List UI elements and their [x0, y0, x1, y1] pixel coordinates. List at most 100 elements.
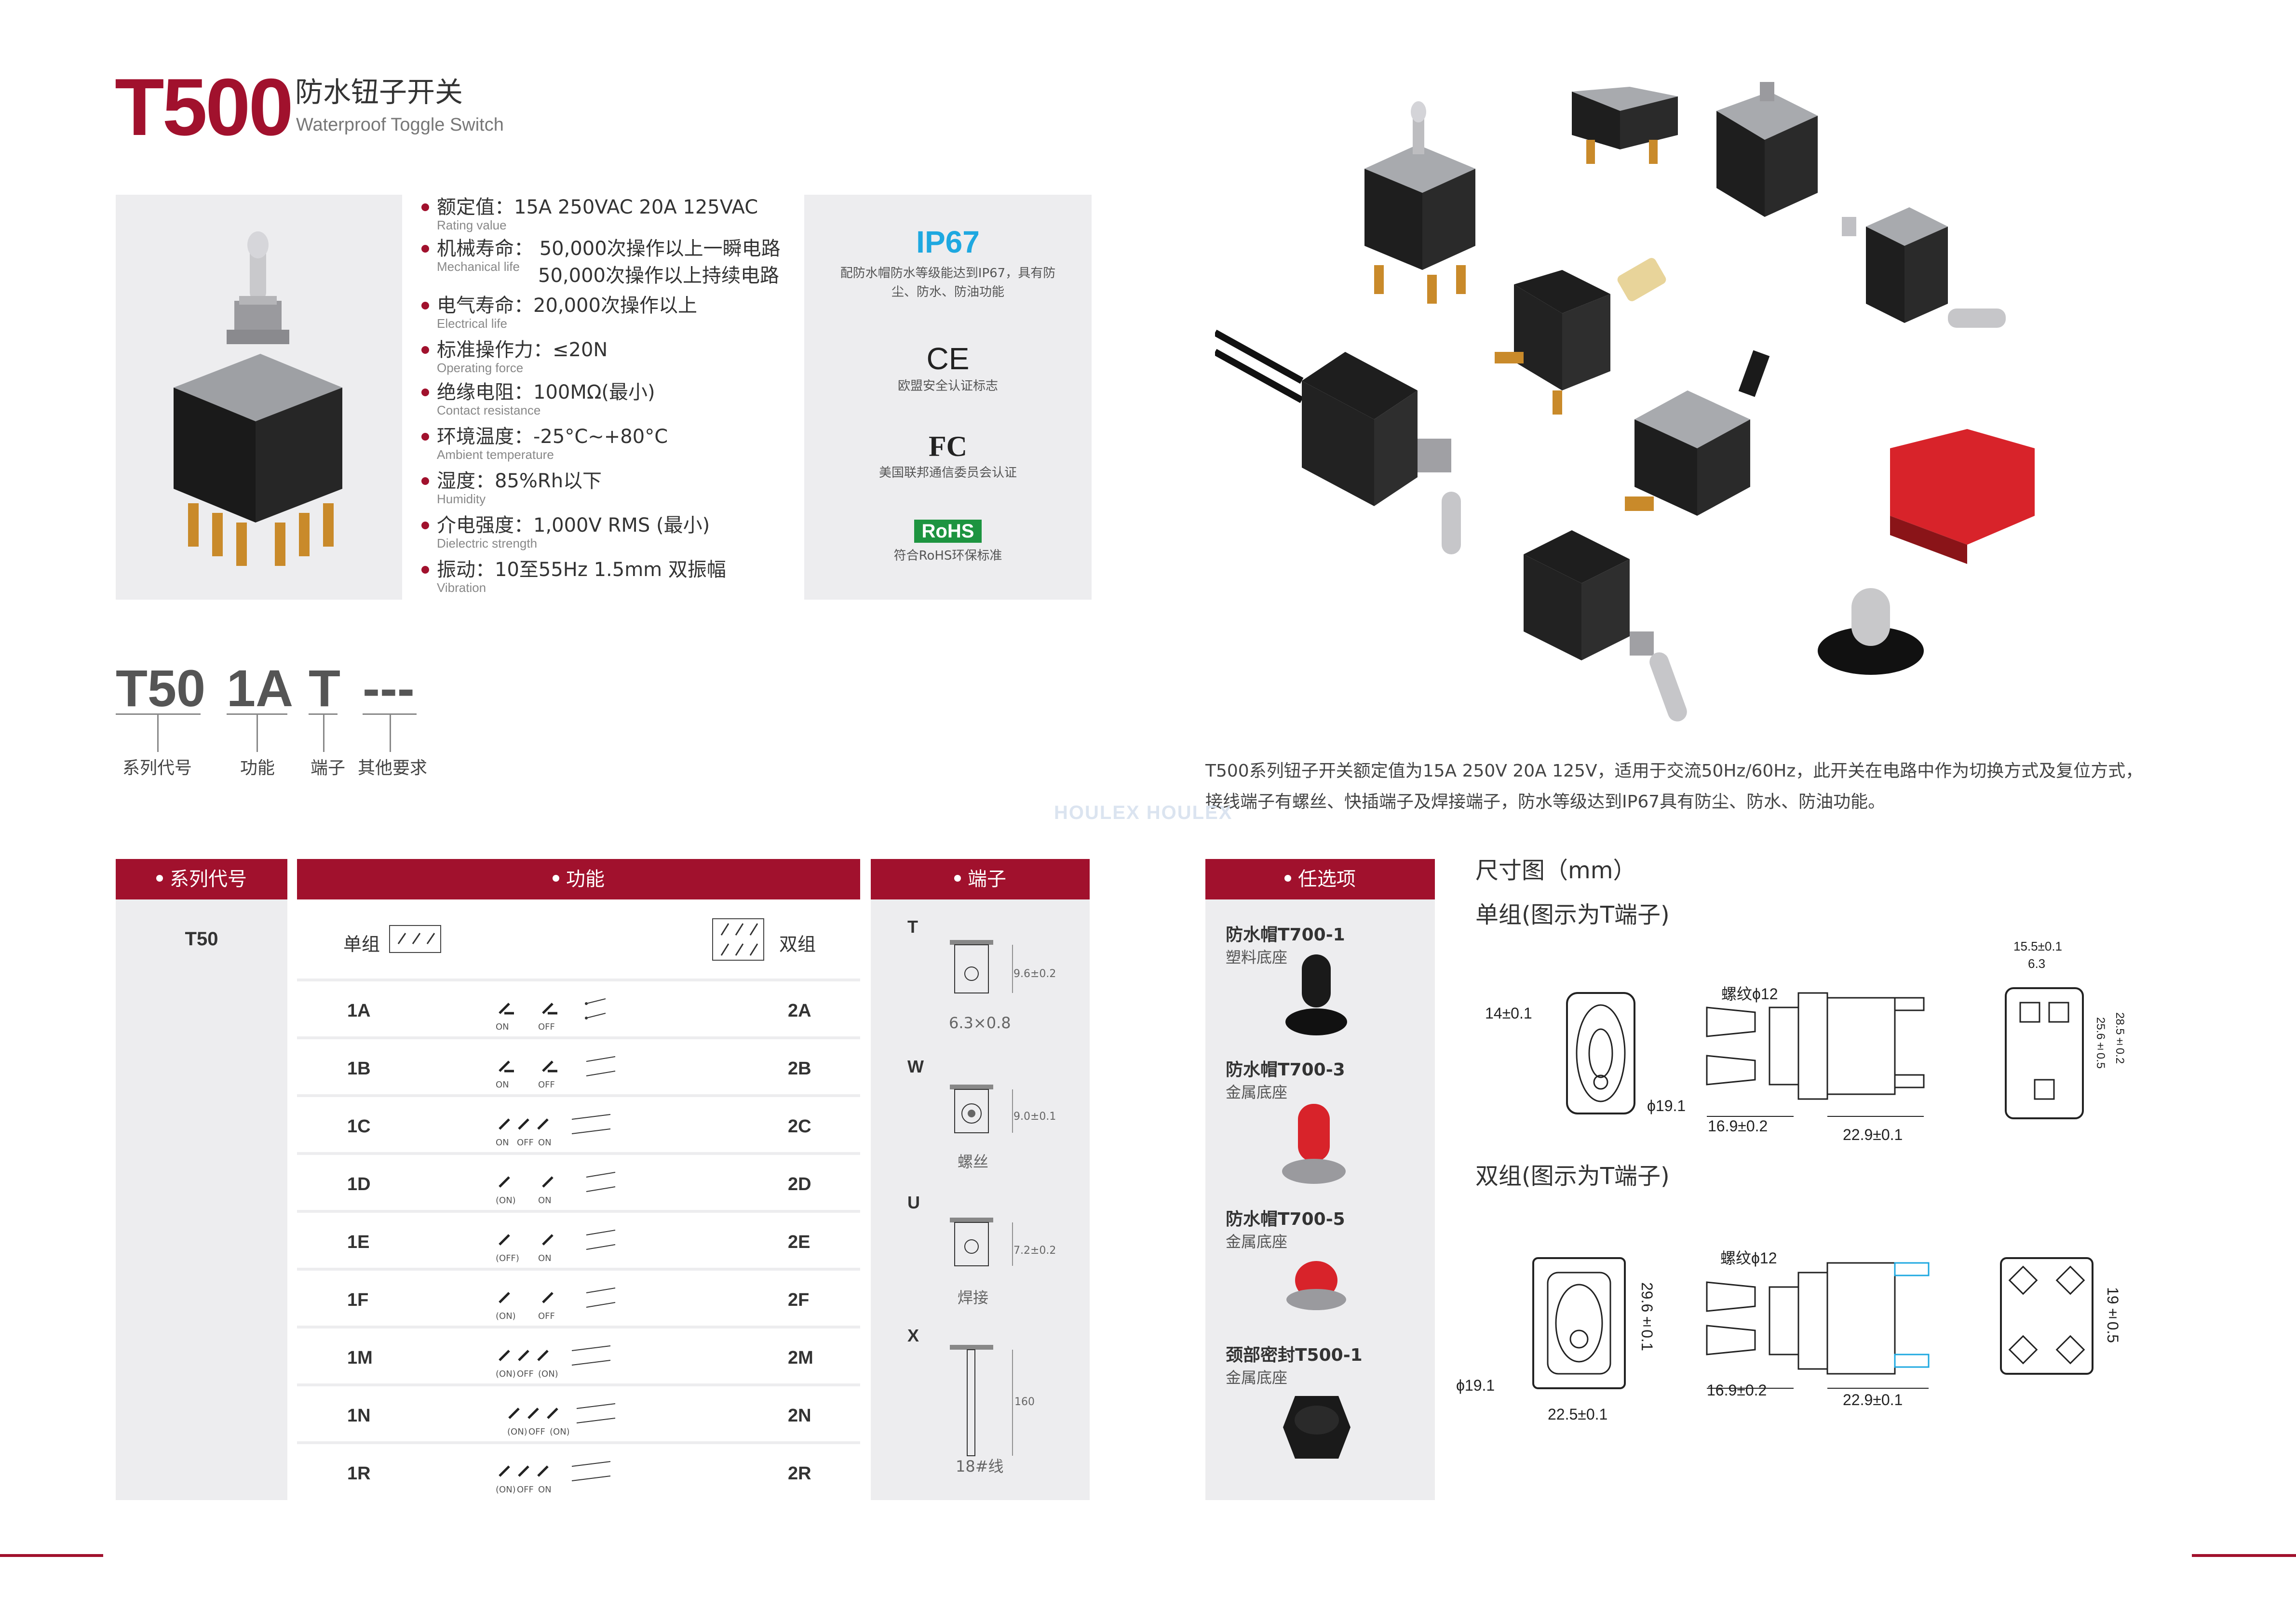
terminal-column — [871, 899, 1090, 1500]
double-side-drawing — [1706, 1262, 1930, 1389]
function-row: 1N (ON) OFF (ON) 2N — [297, 1386, 860, 1444]
terminal-caption: 6.3×0.8 — [949, 1014, 1011, 1032]
terminal-w-drawing — [950, 1085, 1013, 1133]
switch-diagram-icon — [499, 1345, 611, 1366]
code-terminal: T — [309, 659, 340, 717]
code-label-series: 系列代号 — [122, 758, 192, 778]
terminal-caption: 18#线 — [956, 1457, 1004, 1475]
option-base: 塑料底座 — [1226, 948, 1288, 966]
double-pole-icon — [712, 918, 764, 961]
description-line: T500系列钮子开关额定值为15A 250V 20A 125V，适用于交流50H… — [1205, 761, 2143, 781]
switch-diagram-icon — [499, 1461, 611, 1481]
product-description: T500系列钮子开关额定值为15A 250V 20A 125V，适用于交流50H… — [1205, 756, 2146, 818]
terminal-x-drawing — [950, 1345, 1013, 1456]
single-back-drawing — [2005, 987, 2084, 1119]
product-collage — [1213, 82, 2083, 728]
double-front-drawing — [1532, 1257, 1626, 1389]
header-function: 功能 — [297, 859, 860, 899]
description-line: 接线端子有螺丝、快插端子及焊接端子，防水等级达到IP67具有防尘、防水、防油功能… — [1205, 792, 1886, 812]
header-options: 任选项 — [1205, 859, 1435, 899]
product-title-en: Waterproof Toggle Switch — [296, 115, 504, 135]
function-row: 1E (OFF) ON 2E — [297, 1213, 860, 1271]
function-row: 1C ON OFF ON 2C — [297, 1097, 860, 1155]
function-row: 1D (ON) ON 2D — [297, 1155, 860, 1213]
header-terminal: 端子 — [871, 859, 1090, 899]
switch-diagram-icon — [499, 1056, 616, 1076]
double-back-drawing — [2000, 1257, 2093, 1375]
single-front-drawing — [1566, 992, 1635, 1114]
dimension-title: 尺寸图（mm） — [1475, 857, 1636, 884]
cert-rohs: RoHS 符合RoHS环保标准 — [893, 520, 1002, 563]
cert-ce: CE 欧盟安全认证标志 — [804, 343, 1092, 396]
terminal-t-drawing — [950, 940, 1013, 993]
spec-dielectric-strength: 介电强度：1,000V RMS (最小)Dielectric strength — [419, 516, 815, 550]
switch-diagram-icon — [499, 1172, 616, 1192]
switch-diagram-icon — [499, 1288, 616, 1308]
footer-bar-right — [2192, 1554, 2296, 1557]
double-dimension-title: 双组(图示为T端子) — [1475, 1163, 1670, 1190]
switch-diagram-icon — [508, 1403, 616, 1423]
option-base: 金属底座 — [1226, 1083, 1288, 1101]
terminal-code-x: X — [907, 1326, 919, 1345]
terminal-code-t: T — [907, 917, 918, 937]
series-value: T50 — [185, 928, 218, 950]
option-name: 防水帽T700-3 — [1226, 1060, 1345, 1080]
option-name: 颈部密封T500-1 — [1226, 1345, 1363, 1365]
single-pole-icon — [389, 925, 441, 953]
code-other: --- — [363, 659, 415, 717]
ip67-mark: IP67 — [916, 225, 980, 259]
switch-diagram-icon — [499, 998, 606, 1019]
function-row: 1F (ON) OFF 2F — [297, 1271, 860, 1328]
single-side-drawing — [1706, 992, 1925, 1117]
waterproof-cap-icon — [1285, 954, 1347, 1035]
terminal-code-w: W — [907, 1057, 924, 1076]
function-row: 1A ON OFF 2A — [297, 981, 860, 1039]
toggle-switch-illustration — [174, 231, 342, 566]
header-series: 系列代号 — [116, 859, 287, 899]
terminal-code-u: U — [907, 1193, 920, 1212]
single-dimension-title: 单组(图示为T端子) — [1475, 901, 1670, 928]
terminal-caption: 螺丝 — [958, 1153, 989, 1171]
code-label-terminal: 端子 — [311, 758, 346, 778]
function-row: 1B ON OFF 2B — [297, 1039, 860, 1097]
code-function: 1A — [227, 659, 294, 717]
code-leader — [390, 713, 391, 752]
series-column — [116, 899, 287, 1500]
function-row: 1M (ON) OFF (ON) 2M — [297, 1328, 860, 1386]
switch-collage-illustration — [1213, 82, 2035, 722]
waterproof-cap-icon — [1286, 1261, 1346, 1310]
waterproof-cap-icon — [1282, 1104, 1346, 1184]
code-leader — [257, 713, 258, 752]
option-name: 防水帽T700-1 — [1226, 925, 1345, 945]
cert-ip67: IP67 配防水帽防水等级能达到IP67，具有防 尘、防水、防油功能 — [804, 227, 1092, 302]
code-series: T50 — [116, 659, 206, 717]
model-title: T500 — [115, 62, 294, 152]
function-legend: 单组 双组 — [297, 899, 860, 981]
watermark: HOULEX HOULEX — [1054, 802, 1233, 823]
option-base: 金属底座 — [1226, 1368, 1288, 1387]
code-leader — [157, 713, 159, 752]
product-photo — [116, 195, 402, 600]
option-base: 金属底座 — [1226, 1233, 1288, 1251]
code-leader — [323, 713, 324, 752]
switch-diagram-icon — [499, 1114, 611, 1134]
ce-icon: CE — [926, 341, 970, 376]
spec-contact-resistance: 绝缘电阻：100MΩ(最小)Contact resistance — [419, 383, 815, 416]
footer-bar-left — [0, 1554, 103, 1557]
fc-icon: FC — [929, 430, 967, 462]
switch-diagram-icon — [499, 1230, 616, 1250]
code-label-function: 功能 — [240, 758, 275, 778]
cert-fc: FC 美国联邦通信委员会认证 — [804, 432, 1092, 483]
neck-seal-icon — [1283, 1396, 1351, 1459]
code-label-other: 其他要求 — [358, 758, 428, 778]
option-name: 防水帽T700-5 — [1226, 1209, 1345, 1229]
terminal-caption: 焊接 — [958, 1288, 989, 1307]
rohs-icon: RoHS — [914, 520, 982, 543]
